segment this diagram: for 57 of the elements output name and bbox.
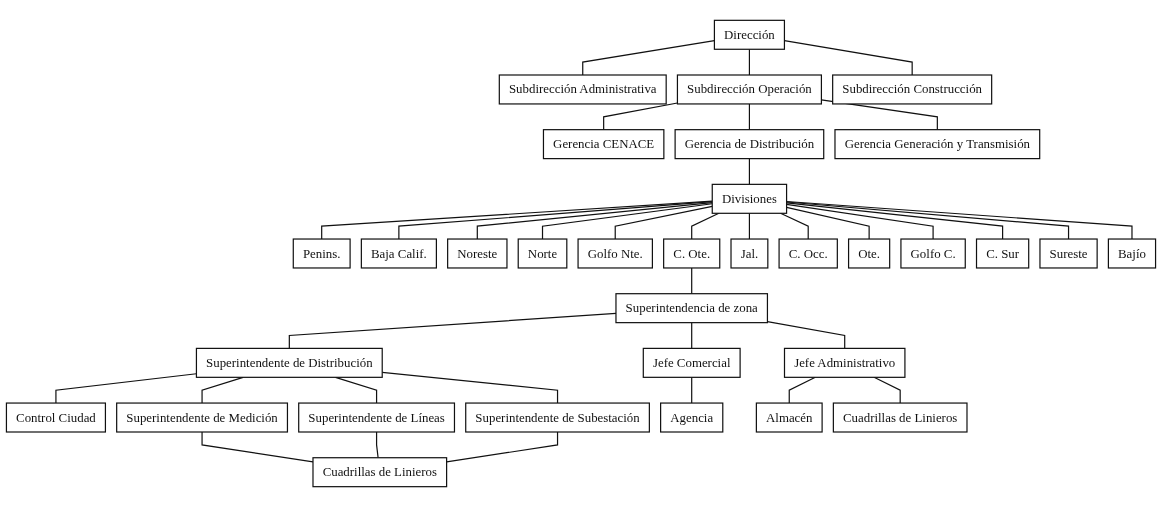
node-box: C. Ote. — [663, 238, 721, 269]
node-box: Superintendente de Líneas — [298, 402, 456, 433]
node-box: Ote. — [847, 238, 891, 269]
connector — [786, 201, 1070, 240]
node-box: Superintendente de Distribución — [195, 347, 383, 378]
node-box: Jefe Administrativo — [783, 347, 906, 378]
node-box: Cuadrillas de Linieros — [312, 457, 448, 488]
connector — [786, 203, 934, 240]
node-box: Gerencia Generación y Transmisión — [834, 129, 1041, 160]
connector — [766, 321, 846, 349]
connector — [786, 200, 1133, 240]
connector — [398, 201, 713, 240]
node-box: Superintendente de Medición — [116, 402, 289, 433]
node-box: Subdirección Operación — [676, 74, 822, 105]
connector — [582, 39, 715, 76]
connector — [748, 48, 751, 76]
node-box: Gerencia CENACE — [542, 129, 665, 160]
node-box: Subdirección Administrativa — [498, 74, 667, 105]
connector — [786, 202, 1004, 240]
connector — [748, 158, 751, 185]
node-box: Agencia — [660, 402, 724, 433]
node-box: Norte — [517, 238, 568, 269]
connector — [446, 431, 559, 463]
connector — [788, 376, 816, 404]
node-box: Baja Calif. — [360, 238, 437, 269]
connector — [748, 103, 751, 131]
connector — [691, 267, 693, 295]
node-box: Golfo Nte. — [577, 238, 653, 269]
connector — [541, 203, 713, 240]
node-box: Control Ciudad — [5, 402, 107, 433]
node-box: Subdirección Construcción — [832, 74, 993, 105]
connector — [376, 431, 379, 459]
node-box: Jal. — [730, 238, 769, 269]
node-box: Golfo C. — [900, 238, 966, 269]
connector — [476, 201, 713, 240]
node-box: Dirección — [713, 19, 786, 50]
node-box: C. Sur — [975, 238, 1030, 269]
connector — [691, 322, 693, 349]
node-box: Sureste — [1039, 238, 1098, 269]
node-box: Almacén — [755, 402, 823, 433]
connector — [614, 205, 713, 240]
node-box: Noreste — [447, 238, 508, 269]
node-box: Divisiones — [711, 183, 788, 214]
connector — [786, 206, 870, 240]
connector — [691, 376, 693, 404]
node-box: Bajío — [1107, 238, 1157, 269]
node-box: Jefe Comercial — [642, 347, 741, 378]
node-box: Superintendente de Subestación — [465, 402, 650, 433]
connector — [691, 212, 720, 240]
connector — [873, 376, 901, 404]
node-box: C. Occ. — [778, 238, 838, 269]
connector — [748, 212, 751, 240]
node-box: Gerencia de Distribución — [674, 129, 825, 160]
node-box: Superintendencia de zona — [615, 293, 769, 324]
node-box: Penins. — [292, 238, 351, 269]
node-box: Cuadrillas de Linieros — [832, 402, 968, 433]
connector — [321, 200, 713, 240]
